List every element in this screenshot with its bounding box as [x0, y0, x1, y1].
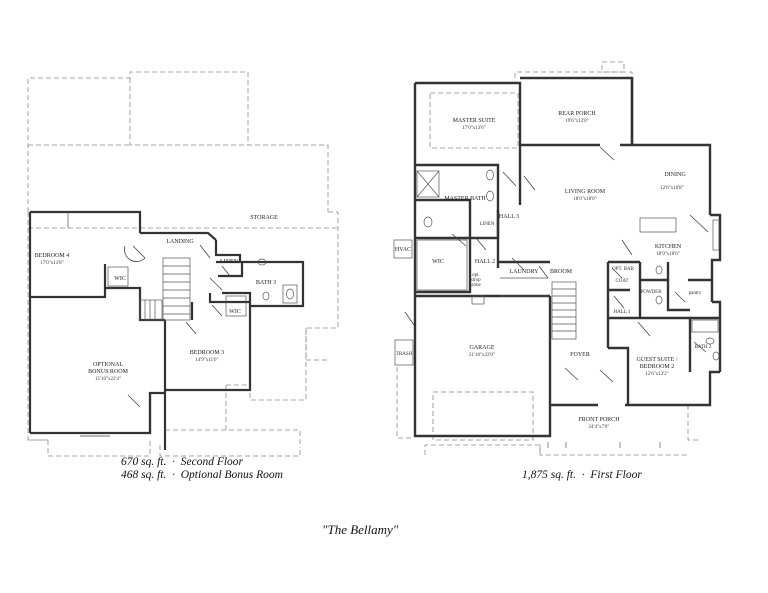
- room-label-master: MASTER SUITE: [453, 118, 496, 124]
- first-floor-doors: [404, 146, 709, 383]
- room-label-bedroom3: BEDROOM 3: [190, 350, 225, 356]
- second-floor-plan: STORAGE LANDING BEDROOM 4 17'0"x13'8" WI…: [27, 71, 339, 457]
- second-floor-labels: STORAGE LANDING BEDROOM 4 17'0"x13'8" WI…: [35, 215, 278, 382]
- room-label-bedroom4: BEDROOM 4: [35, 253, 70, 259]
- room-label-powder: POWDER: [640, 290, 662, 295]
- room-label-dining: DINING: [664, 172, 686, 178]
- room-dims-kitchen: 18'9"x10'6": [656, 252, 679, 257]
- room-label-hvac: HVAC: [395, 247, 411, 253]
- room-label-landing: LANDING: [166, 239, 194, 245]
- room-label-kitchen: KITCHEN: [655, 244, 682, 250]
- caption-bonus-room-label: Optional Bonus Room: [180, 469, 283, 481]
- room-label-wic-a: WIC: [114, 276, 126, 282]
- room-label-storage: STORAGE: [250, 215, 278, 221]
- room-label-hall2: HALL 2: [475, 259, 495, 265]
- room-label-bath2: BATH 2: [695, 345, 712, 350]
- room-label-living: LIVING ROOM: [565, 189, 606, 195]
- first-floor-stairs: [551, 281, 577, 340]
- first-floor-labels: MASTER SUITE 17'0"x13'6" REAR PORCH 19'6…: [395, 111, 712, 430]
- room-label-trash: TRASH: [396, 352, 413, 357]
- room-dims-rear-porch: 19'6"x12'0": [565, 119, 588, 124]
- caption-first-floor-label: First Floor: [590, 469, 642, 481]
- room-dims-bedroom4: 17'0"x13'8": [40, 261, 63, 266]
- room-dims-front-porch: 24'4"x7'0": [589, 425, 610, 430]
- room-label-front-porch: FRONT PORCH: [578, 417, 620, 423]
- room-label-wic-b: WIC: [229, 309, 241, 315]
- first-floor-dashed: [396, 61, 700, 456]
- caption-second-floor: 670 sq. ft. · Second Floor: [121, 456, 244, 468]
- room-label-guest: GUEST SUITE /BEDROOM 2: [637, 357, 678, 370]
- first-floor-walls: [413, 76, 722, 438]
- caption-second-floor-sqft: 670 sq. ft.: [121, 456, 167, 468]
- caption-second-floor-label: Second Floor: [180, 456, 244, 468]
- room-label-laundry: LAUNDRY: [509, 269, 539, 275]
- second-floor-walls: [28, 210, 305, 450]
- room-label-coat: COAT: [615, 279, 628, 284]
- first-floor-fixtures: [393, 169, 720, 448]
- room-dims-bonus: 15'10"x22'4": [95, 377, 121, 382]
- caption-bonus-room: 468 sq. ft. · Optional Bonus Room: [121, 469, 283, 481]
- room-dims-dining: 12'6"x10'8": [660, 186, 683, 191]
- first-floor-plan: MASTER SUITE 17'0"x13'6" REAR PORCH 19'6…: [393, 61, 722, 456]
- second-floor-fixtures: [67, 212, 298, 317]
- room-label-wic: WIC: [432, 259, 444, 265]
- caption-first-floor: 1,875 sq. ft. · First Floor: [522, 469, 642, 481]
- second-floor-doors: [80, 244, 231, 437]
- room-label-linen: LINEN: [220, 259, 239, 265]
- caption-bonus-room-sqft: 468 sq. ft.: [121, 469, 167, 481]
- room-dims-bedroom3: 14'9"x11'0": [195, 358, 218, 363]
- roof-outline-dashed: [27, 71, 339, 457]
- plan-title: "The Bellamy": [322, 522, 399, 537]
- room-label-pantry: pantry: [689, 291, 702, 296]
- room-dims-garage: 21'10"x22'0": [469, 353, 495, 358]
- room-label-garage: GARAGE: [470, 345, 495, 351]
- room-dims-guest: 12'6"x12'2": [645, 372, 668, 377]
- room-label-opt-bar: OPT. BAR: [612, 267, 635, 272]
- room-label-hall1: HALL 1: [614, 310, 631, 315]
- room-label-hall3: HALL 3: [499, 214, 519, 220]
- room-label-rear-porch: REAR PORCH: [558, 111, 596, 117]
- caption-first-floor-sqft: 1,875 sq. ft.: [522, 469, 576, 481]
- room-label-master-bath: MASTER BATH: [444, 196, 486, 202]
- room-label-broom: BROOM: [550, 269, 573, 275]
- room-dims-living: 18'0"x18'0": [573, 197, 596, 202]
- room-dims-master: 17'0"x13'6": [462, 126, 485, 131]
- room-label-linen: LINEN: [480, 222, 495, 227]
- room-label-foyer: FOYER: [570, 352, 590, 358]
- room-label-bath3: BATH 3: [256, 280, 276, 286]
- second-floor-stairs: [139, 257, 191, 321]
